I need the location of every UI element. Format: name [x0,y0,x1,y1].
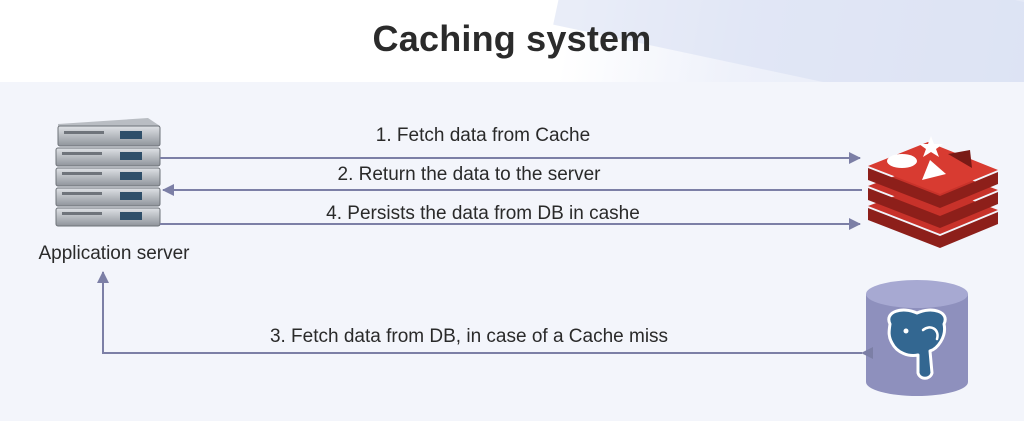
postgresql-icon [866,280,968,396]
arrow-label-persist: 4. Persists the data from DB in cashe [326,203,640,224]
arrow-label-fetch-cache: 1. Fetch data from Cache [376,125,590,146]
redis-icon [868,136,998,248]
diagram-panel [0,82,1024,421]
header-banner [0,0,1024,133]
app-server-label: Application server [38,243,190,264]
arrow-label-fetch-db: 3. Fetch data from DB, in case of a Cach… [270,326,668,347]
arrow-label-return-data: 2. Return the data to the server [338,164,602,185]
server-rack-icon [55,118,161,227]
arrow-fetch-db [97,271,873,359]
page-title: Caching system [372,18,652,59]
